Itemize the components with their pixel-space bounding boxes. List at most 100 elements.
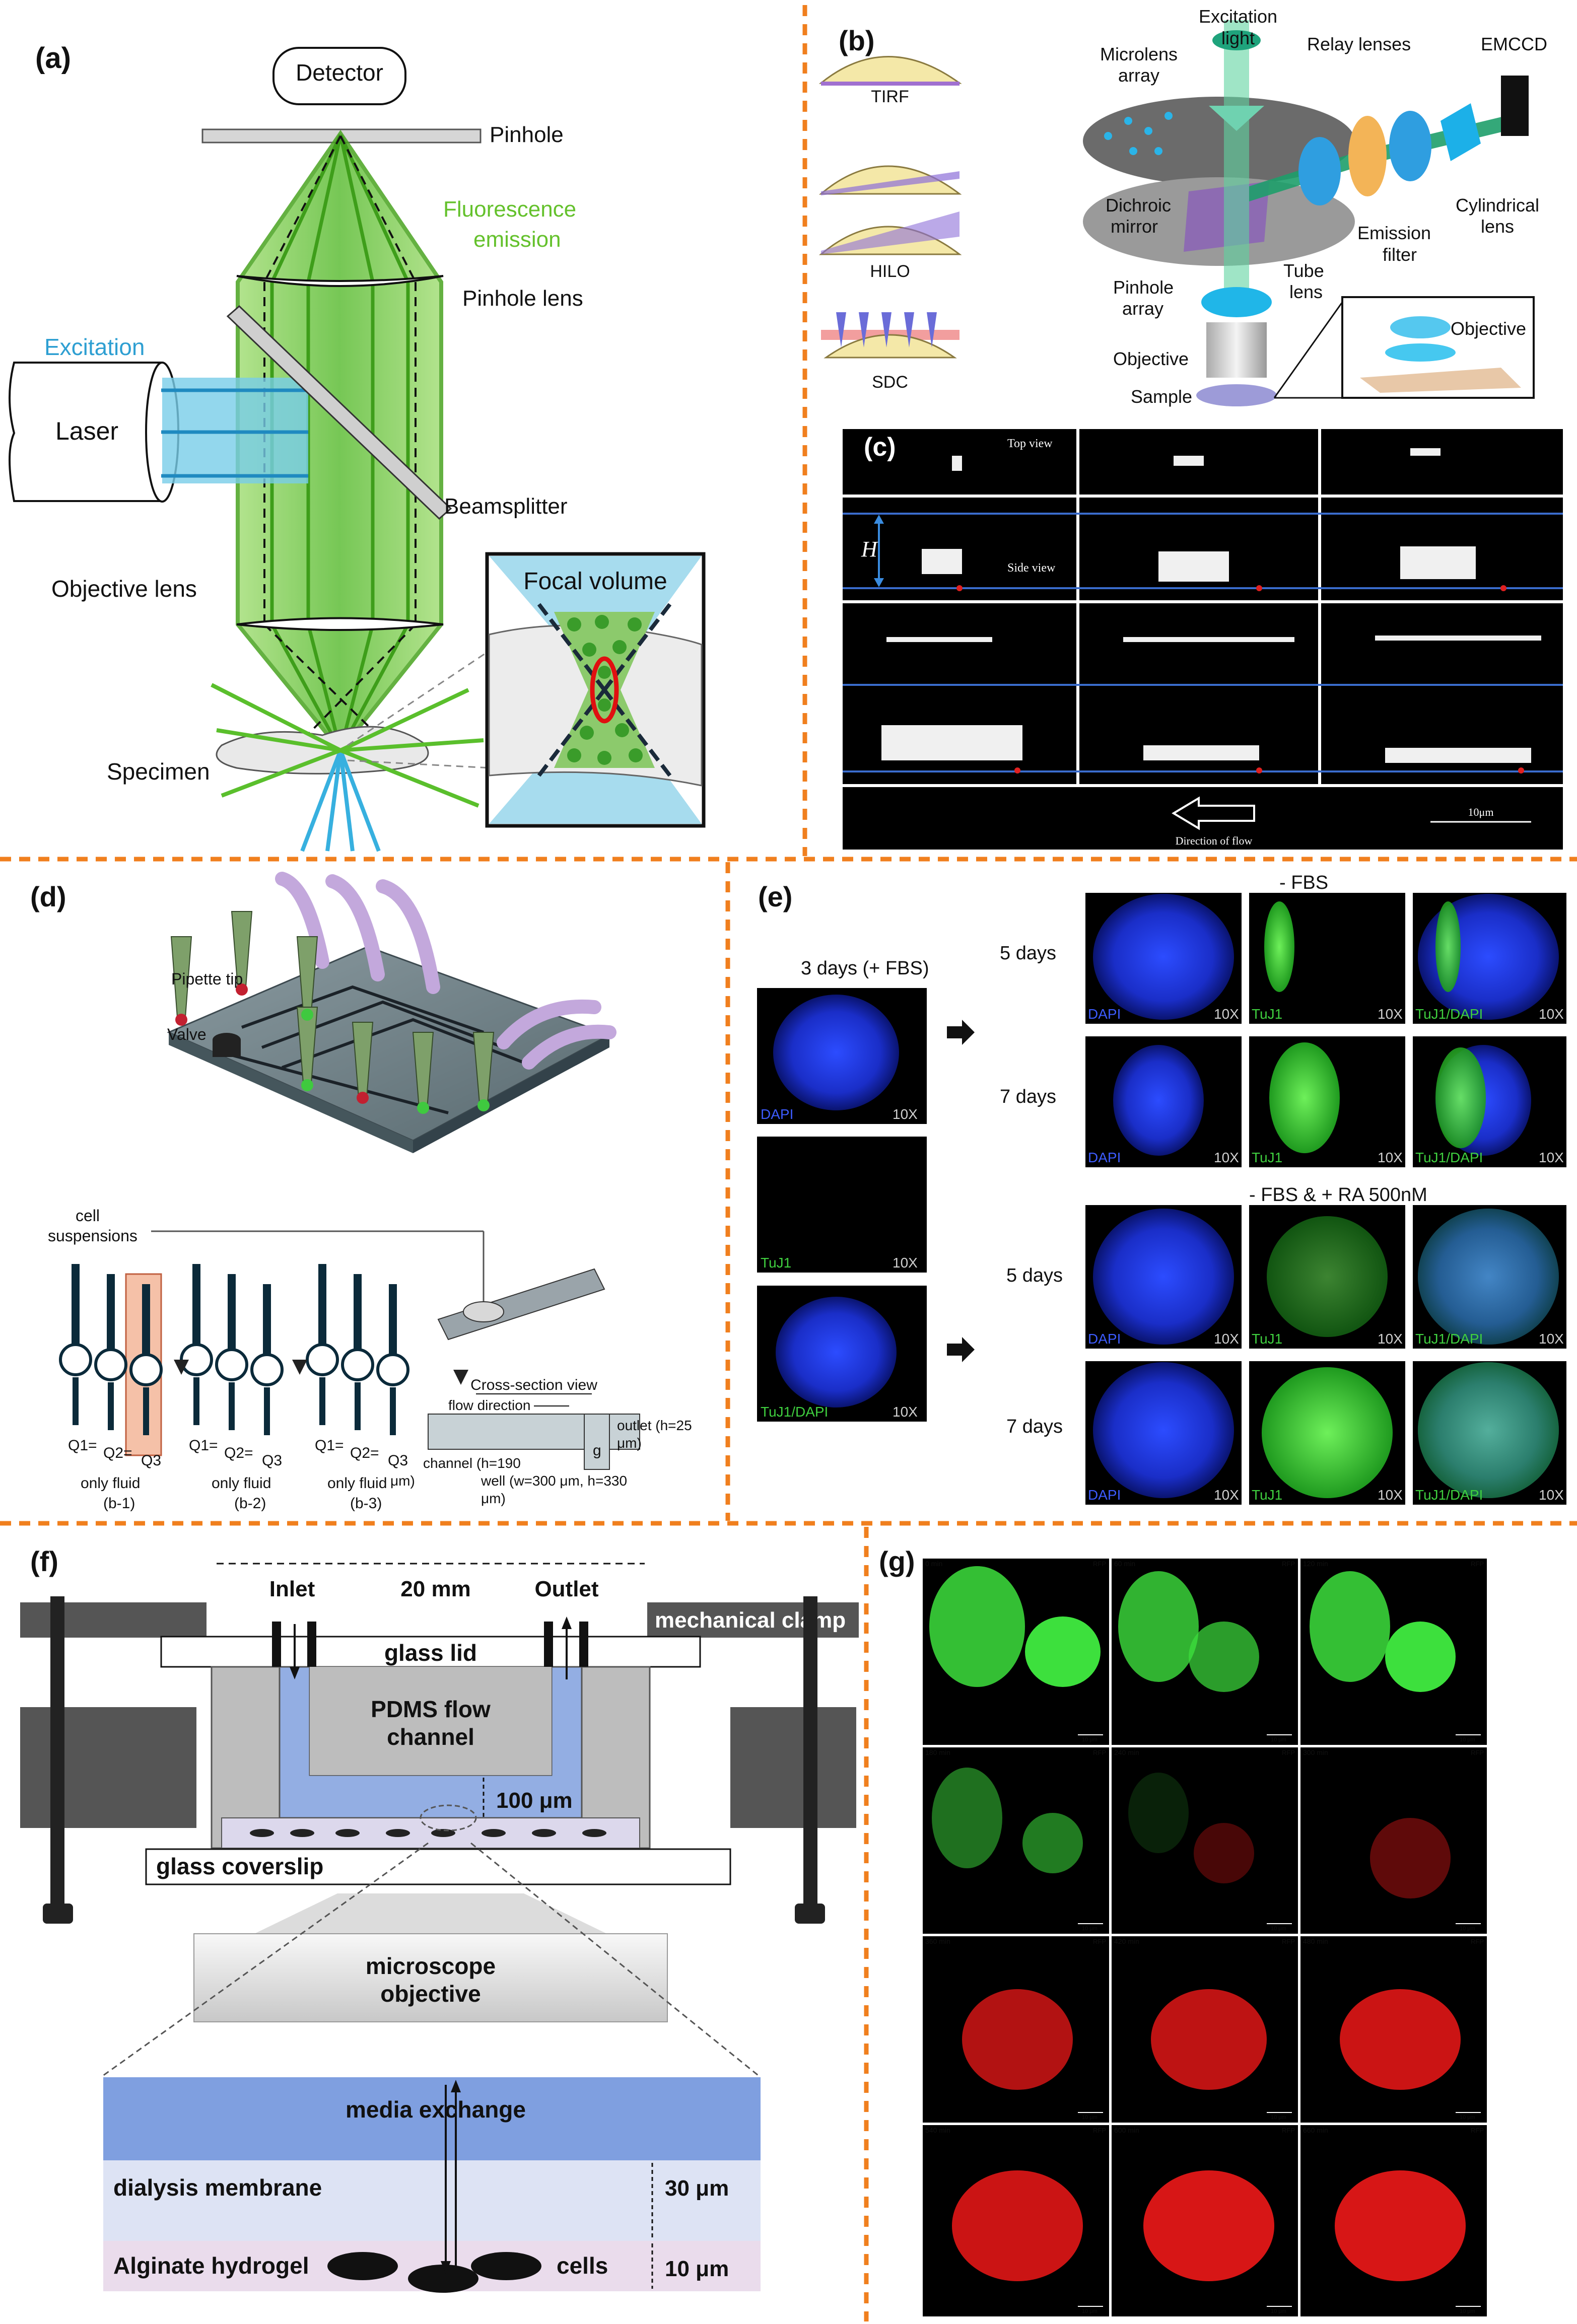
svg-text:TuJ1/DAPI: TuJ1/DAPI [1415, 1150, 1483, 1165]
svg-text:HILO: HILO [870, 262, 910, 281]
svg-text:TuJ1: TuJ1 [1252, 1487, 1282, 1503]
svg-text:Q1=: Q1= [315, 1437, 344, 1454]
panel-a: (a) Detector Pinhole Fluorescence emissi… [9, 42, 706, 852]
svg-text:SDC: SDC [872, 373, 908, 392]
svg-text:540 min: 540 min [925, 2126, 950, 2134]
svg-text:outlet (h=25: outlet (h=25 [617, 1418, 692, 1433]
svg-text:suspensions: suspensions [48, 1227, 138, 1245]
panel-e: (e) 3 days (+ FBS) - FBS - FBS & + RA 50… [757, 872, 1566, 1505]
svg-text:10X: 10X [1539, 1487, 1564, 1503]
svg-text:dialysis membrane: dialysis membrane [113, 2174, 322, 2201]
panel-g-tag: (g) [879, 1545, 915, 1577]
svg-text:only fluid: only fluid [212, 1475, 271, 1492]
panel-c-tag: (c) [864, 433, 896, 462]
pinhole-label: Pinhole [490, 122, 564, 147]
objective-lens [236, 617, 444, 631]
svg-text:Q2=: Q2= [224, 1445, 253, 1461]
fluorescence-label-1: Fluorescence [443, 197, 576, 222]
emccd-chip [1501, 76, 1529, 136]
svg-text:10 μm: 10 μm [1082, 2308, 1098, 2314]
svg-text:Q1=: Q1= [68, 1437, 97, 1454]
sample-label: Sample [1131, 386, 1192, 407]
excitation-beam-b [1224, 20, 1249, 297]
svg-text:(b-2): (b-2) [234, 1495, 266, 1512]
svg-text:Outlet: Outlet [534, 1577, 598, 1601]
svg-text:μm): μm) [390, 1473, 415, 1489]
svg-text:TuJ1/DAPI: TuJ1/DAPI [1415, 1487, 1483, 1503]
svg-text:RFP: RFP [1471, 1560, 1484, 1568]
fluorescence-label-2: emission [473, 227, 561, 252]
svg-text:- FBS: - FBS [1279, 872, 1328, 893]
svg-text:g: g [593, 1442, 601, 1459]
tube-lens [1201, 287, 1272, 317]
svg-text:480 min: 480 min [1303, 1937, 1328, 1945]
svg-text:RFP: RFP [1282, 1749, 1295, 1756]
cylindrical-lens [1441, 103, 1481, 161]
svg-text:0 min: 0 min [925, 1560, 942, 1568]
hilo-cell: HILO [818, 165, 962, 281]
svg-text:DAPI: DAPI [1088, 1150, 1121, 1165]
specimen-label: Specimen [107, 758, 210, 785]
svg-text:20 mm: 20 mm [400, 1577, 470, 1601]
cyl-label-2: lens [1481, 216, 1514, 237]
svg-text:10 μm: 10 μm [1460, 2308, 1475, 2314]
svg-text:TuJ1/DAPI: TuJ1/DAPI [761, 1404, 828, 1420]
objective-body [1206, 322, 1267, 378]
svg-text:(b-1): (b-1) [103, 1495, 135, 1512]
well-3d [437, 1268, 605, 1341]
svg-text:10 μm: 10 μm [1082, 1737, 1098, 1743]
svg-text:only fluid: only fluid [81, 1475, 140, 1492]
chip-side [413, 1035, 609, 1153]
svg-text:10X: 10X [1378, 1006, 1403, 1022]
sdc-cell: SDC [821, 312, 959, 392]
svg-text:30 μm: 30 μm [665, 2176, 729, 2201]
valve-label: Valve [167, 1025, 207, 1043]
svg-text:(b-3): (b-3) [350, 1495, 382, 1512]
svg-text:glass coverslip: glass coverslip [156, 1853, 323, 1879]
panel-e-tag: (e) [758, 881, 792, 912]
svg-text:TuJ1/DAPI: TuJ1/DAPI [1415, 1006, 1483, 1022]
svg-text:420 min: 420 min [1114, 1937, 1139, 1945]
svg-text:RFP: RFP [1282, 2127, 1295, 2134]
top-view-label: Top view [1007, 437, 1053, 450]
svg-text:10 μm: 10 μm [1271, 1737, 1286, 1743]
svg-text:cells: cells [557, 2252, 608, 2279]
svg-text:60 min: 60 min [1114, 1560, 1135, 1568]
panel-b: (b) TIRF HILO SDC Objective Microlens [818, 6, 1547, 407]
svg-text:Alginate hydrogel: Alginate hydrogel [113, 2252, 309, 2279]
pinhole-array-2: array [1122, 298, 1163, 319]
beamsplitter-label: Beamsplitter [444, 494, 568, 519]
svg-text:10X: 10X [1539, 1150, 1564, 1165]
svg-text:10 μm: 10 μm [1271, 2115, 1286, 2121]
side-view-label: Side view [1007, 561, 1056, 575]
svg-text:10 μm: 10 μm [1082, 2115, 1098, 2121]
tubing [275, 872, 616, 1070]
objective-label-b: Objective [1113, 348, 1189, 369]
flow-arrow [1172, 796, 1255, 830]
svg-text:RFP: RFP [1282, 1560, 1295, 1568]
svg-text:10X: 10X [893, 1255, 918, 1271]
svg-text:μm): μm) [481, 1491, 506, 1506]
clamp-right [647, 1602, 859, 1638]
svg-text:RFP: RFP [1282, 1938, 1295, 1945]
svg-text:10X: 10X [1378, 1150, 1403, 1165]
trap-schematics [72, 1264, 397, 1360]
tube-lens-2: lens [1289, 281, 1323, 302]
svg-text:cell: cell [76, 1207, 100, 1225]
svg-text:TuJ1: TuJ1 [1252, 1331, 1282, 1347]
svg-text:channel: channel [387, 1724, 474, 1750]
tirf-cell: TIRF [818, 56, 962, 106]
svg-text:Q3: Q3 [388, 1452, 408, 1469]
svg-text:media exchange: media exchange [346, 2096, 526, 2123]
sample-dish [1196, 384, 1277, 406]
pinhole-lens [236, 275, 444, 287]
svg-text:10X: 10X [1378, 1487, 1403, 1503]
svg-text:100 μm: 100 μm [496, 1788, 573, 1813]
svg-text:7 days: 7 days [1006, 1416, 1063, 1437]
height-label: H [861, 537, 878, 561]
svg-text:10 μm: 10 μm [1460, 1926, 1475, 1932]
emission-label-2: filter [1383, 244, 1417, 265]
svg-text:DAPI: DAPI [1088, 1331, 1121, 1347]
svg-text:10 μm: 10 μm [1460, 1737, 1475, 1743]
